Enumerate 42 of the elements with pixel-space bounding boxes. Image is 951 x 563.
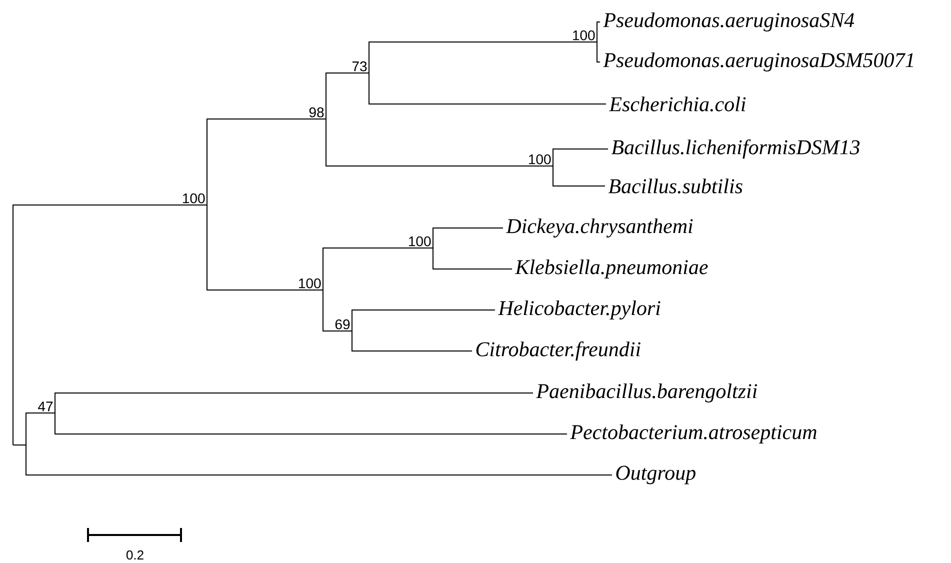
species-label: Outgroup xyxy=(616,466,696,484)
tree-branch xyxy=(54,392,534,414)
bootstrap-value: 98 xyxy=(309,107,324,118)
tree-branch xyxy=(552,166,606,186)
tree-branch xyxy=(54,412,568,434)
tree-branch xyxy=(206,204,324,290)
tree-branch xyxy=(322,248,434,290)
species-label: Escherichia.coli xyxy=(608,96,746,112)
tree-branch xyxy=(206,118,326,206)
tree-branch xyxy=(322,290,352,332)
bootstrap-value: 100 xyxy=(299,278,321,288)
tree-branch xyxy=(352,310,496,332)
species-label: Helicobacter.pylori xyxy=(498,300,660,320)
bootstrap-value: 100 xyxy=(529,154,551,164)
tree-branch xyxy=(12,204,208,446)
bootstrap-value: 47 xyxy=(38,402,53,412)
tree-branch xyxy=(12,444,612,476)
tree-branch xyxy=(326,72,370,120)
scale-label: 0.2 xyxy=(126,550,144,560)
tree-branch xyxy=(432,248,512,270)
species-label: Citrobacter.freundii xyxy=(476,341,640,361)
tree-branch xyxy=(432,228,504,248)
species-label: Pectobacterium.atrosepticum xyxy=(570,424,816,444)
species-label: Paenibacillus.barengoltzii xyxy=(536,383,758,403)
bootstrap-value: 69 xyxy=(335,319,350,330)
tree-branch xyxy=(368,42,598,74)
bootstrap-value: 100 xyxy=(409,236,431,246)
species-label: Klebsiella.pneumoniae xyxy=(514,259,708,279)
tree-branch xyxy=(368,72,606,104)
species-label: Dickeya.chrysanthemi xyxy=(506,218,693,238)
tree-branch xyxy=(326,118,554,166)
species-label: Bacillus.licheniformisDSM13 xyxy=(611,139,860,159)
tree-branch xyxy=(552,148,608,166)
species-label: Bacillus.subtilis xyxy=(608,178,742,194)
bootstrap-value: 100 xyxy=(183,193,205,204)
bootstrap-value: 73 xyxy=(352,61,367,72)
tree-branch xyxy=(596,42,600,62)
species-label: Pseudomonas.aeruginosaSN4 xyxy=(603,12,854,32)
species-label: Pseudomonas.aeruginosaDSM50071 xyxy=(603,52,913,72)
tree-branch xyxy=(596,22,600,42)
bootstrap-value: 100 xyxy=(573,30,595,40)
tree-branch xyxy=(352,330,472,352)
